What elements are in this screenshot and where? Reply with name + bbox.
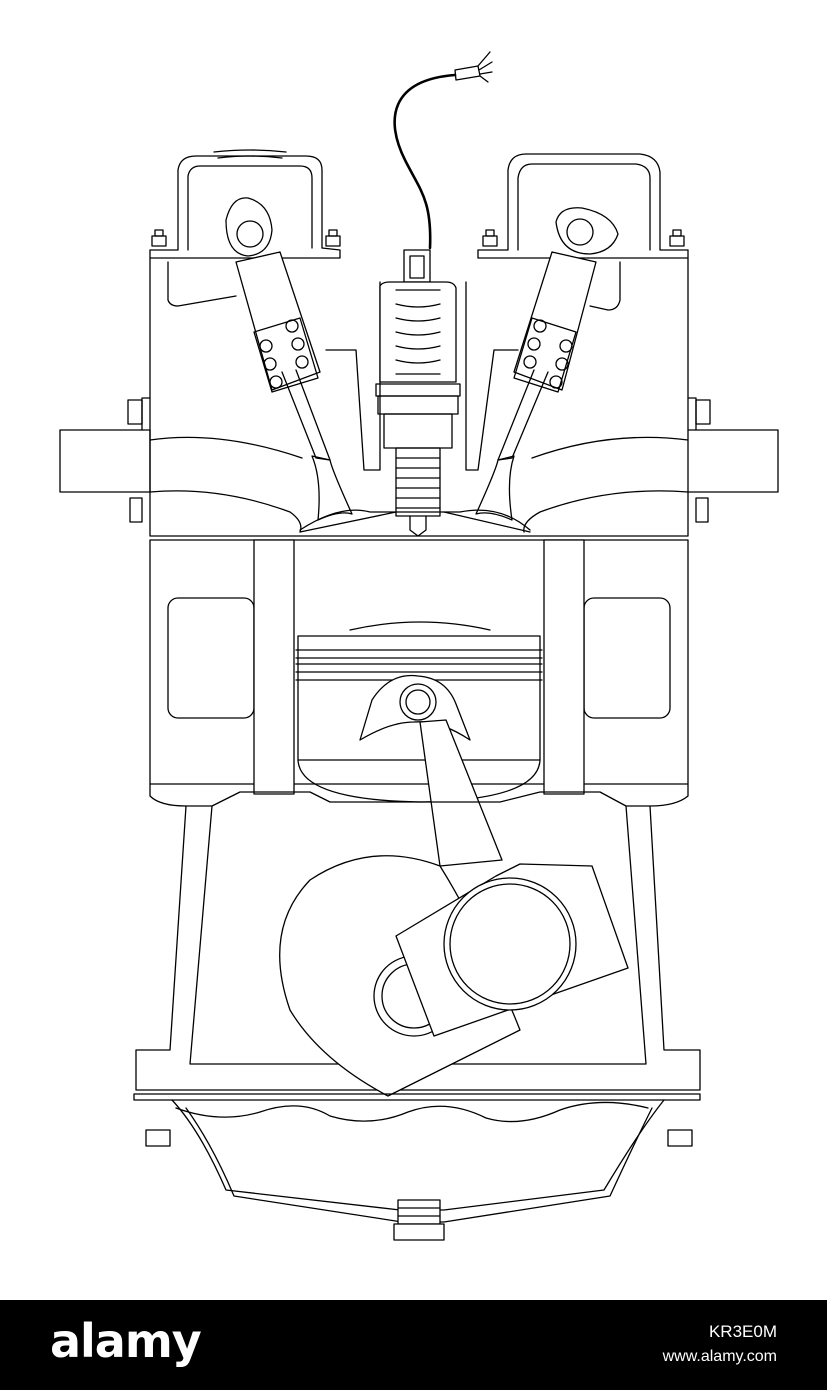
cylinder-head	[127, 257, 711, 431]
connecting-rod	[359, 674, 503, 867]
drain-plug	[393, 1199, 445, 1241]
site-url-text: www.alamy.com	[662, 1348, 777, 1365]
intake-valve	[235, 251, 353, 521]
valve-cover-right	[477, 153, 689, 259]
ignition-wire	[393, 51, 493, 250]
camshaft-left	[225, 197, 273, 257]
valve-cover-left	[149, 149, 341, 259]
cylinder-block	[129, 491, 709, 795]
image-id-text: KR3E0M	[708, 1322, 777, 1341]
exhaust-valve	[475, 251, 597, 521]
engine-cutaway-diagram	[59, 51, 779, 1241]
intake-port	[59, 429, 303, 533]
camshaft-right	[555, 207, 619, 255]
brand-logo: alamy	[50, 1314, 202, 1368]
exhaust-port	[523, 429, 779, 533]
spark-plug	[375, 249, 461, 537]
crankshaft	[279, 855, 629, 1097]
watermark-footer: alamy KR3E0M www.alamy.com	[0, 1300, 827, 1390]
cover-bolts	[151, 229, 685, 247]
combustion-chamber	[299, 281, 531, 533]
